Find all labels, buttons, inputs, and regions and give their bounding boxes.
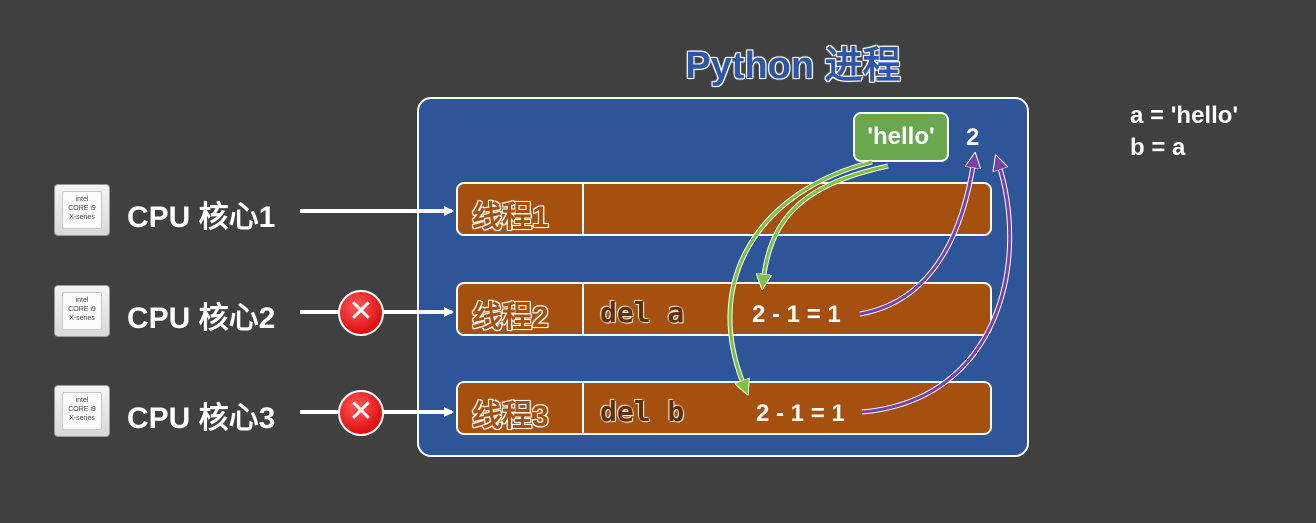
thread-3-box: 线程3 del b 2 - 1 = 1 (456, 381, 992, 435)
red-x-circle-icon: ✕ (338, 390, 384, 436)
thread-2-label: 线程2 (472, 301, 549, 334)
thread-2-to-refcount-purple-arrow (859, 160, 974, 316)
reference-count: 2 (966, 124, 980, 151)
cpu-chip-icon: intel CORE i9 X-series (54, 285, 110, 337)
cpu-1-brand: intel (75, 196, 89, 203)
thread-2-refcount-calc: 2 - 1 = 1 (752, 301, 841, 328)
cpu-3-label: CPU 核心3 (127, 402, 276, 435)
thread-3-label: 线程3 (472, 400, 549, 433)
thread-3-divider (582, 383, 584, 433)
process-title: Python 进程 (685, 45, 901, 87)
cpu-1-series: X-series (69, 214, 95, 221)
code-line-1: a = 'hello' (1130, 102, 1239, 129)
hello-object-box: 'hello' (853, 112, 949, 162)
cpu-2-model: CORE i9 (68, 306, 96, 313)
code-line-2: b = a (1130, 134, 1186, 161)
thread-3-code: del b (600, 395, 685, 428)
thread-2-divider (582, 284, 584, 334)
thread-1-divider (582, 184, 584, 234)
cpu-2-brand: intel (75, 297, 89, 304)
thread-2-code: del a (600, 296, 685, 329)
thread-3-to-refcount-purple-arrow (861, 162, 1012, 414)
cpu-2-series: X-series (69, 315, 95, 322)
cpu-3-series: X-series (69, 415, 95, 422)
cpu-1-label: CPU 核心1 (127, 201, 276, 234)
cpu-2-label: CPU 核心2 (127, 302, 276, 335)
cpu-3-model: CORE i9 (68, 406, 96, 413)
cpu-chip-icon: intel CORE i9 X-series (54, 184, 110, 236)
red-x-circle-icon: ✕ (338, 290, 384, 336)
cpu-1-model: CORE i9 (68, 205, 96, 212)
object-to-thread-3-green-arrow (728, 160, 873, 388)
thread-2-box: 线程2 del a 2 - 1 = 1 (456, 282, 992, 336)
object-to-thread-2-green-arrow (763, 164, 889, 282)
source-code-note: a = 'hello' b = a (1130, 100, 1238, 164)
cpu-chip-icon: intel CORE i9 X-series (54, 385, 110, 437)
thread-1-label: 线程1 (472, 201, 549, 234)
thread-1-box: 线程1 (456, 182, 992, 236)
cpu-3-brand: intel (75, 397, 89, 404)
thread-3-refcount-calc: 2 - 1 = 1 (756, 400, 845, 427)
